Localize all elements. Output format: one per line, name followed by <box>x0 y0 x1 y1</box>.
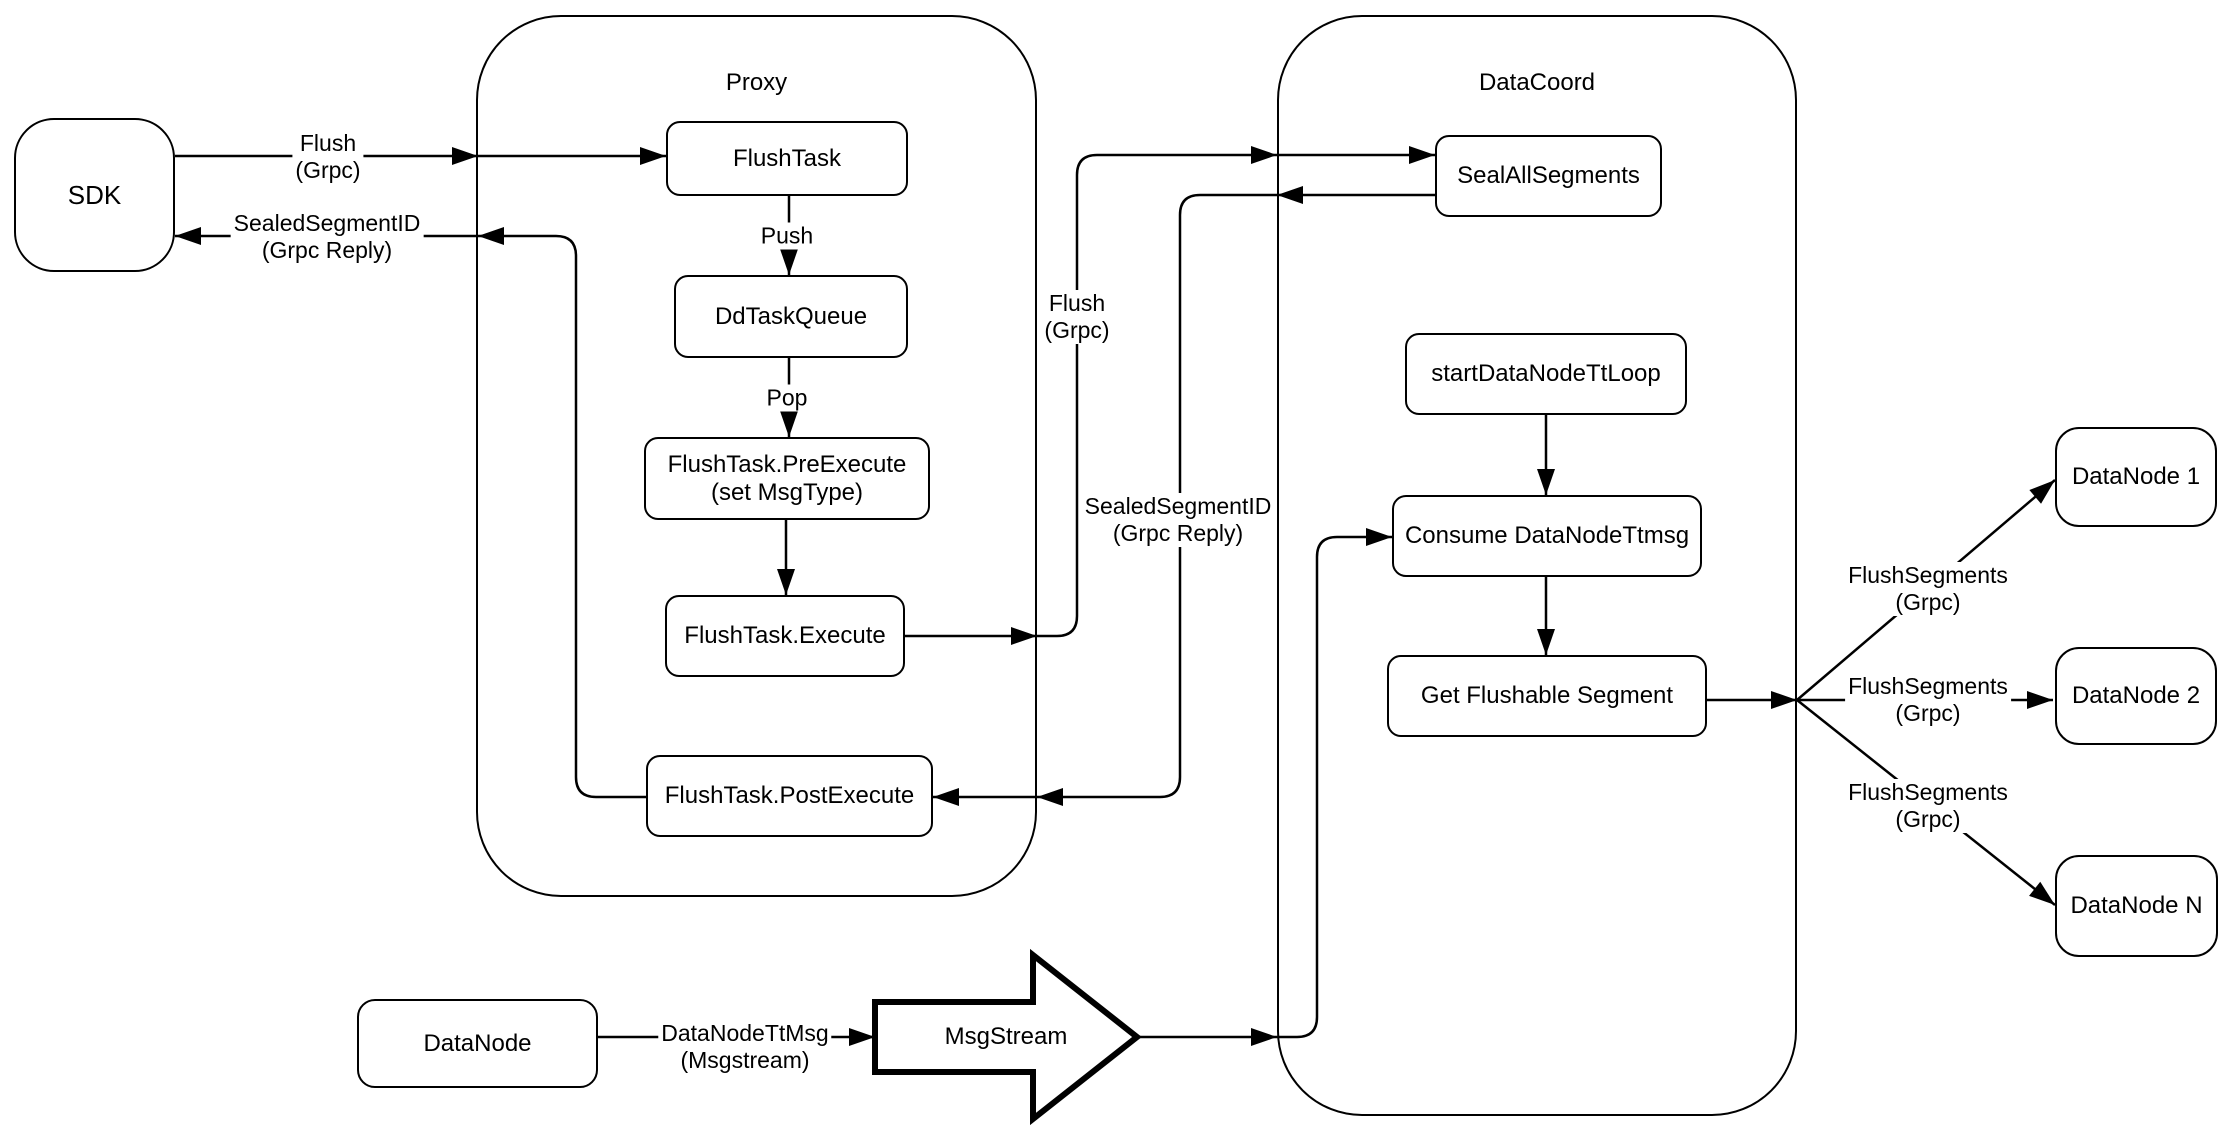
edge-label-flush-grpc-sdk: Flush (Grpc) <box>292 130 364 184</box>
node-preexecute-label-line2: (set MsgType) <box>710 478 864 506</box>
node-consume-datanodettmsg: Consume DataNodeTtmsg <box>1392 495 1702 577</box>
arrowhead <box>452 147 478 165</box>
proxy-container-title: Proxy <box>725 69 788 96</box>
edge-postexecute-to-sdk <box>175 234 646 799</box>
arrowhead <box>478 227 504 245</box>
edge-label-flushsegments-3: FlushSegments (Grpc) <box>1845 779 2011 833</box>
arrowhead <box>933 788 959 806</box>
edge-label-line: (Grpc) <box>1895 806 1961 832</box>
edge-label-pop: Pop <box>763 384 811 412</box>
arrowhead <box>777 569 795 595</box>
edge-label-sealedsegmentid-sdk: SealedSegmentID (Grpc Reply) <box>230 210 424 264</box>
edge-label-line: (Grpc Reply) <box>261 237 393 263</box>
edge-label-line: SealedSegmentID <box>233 210 421 236</box>
edge-msgstream-to-consume <box>1137 535 1392 1039</box>
msgstream-label: MsgStream <box>944 1023 1068 1050</box>
edge-label-line: (Grpc) <box>295 157 361 183</box>
node-getflushablesegment: Get Flushable Segment <box>1387 655 1707 737</box>
node-flushtask-label: FlushTask <box>732 144 842 172</box>
edge-label-line: (Grpc) <box>1895 589 1961 615</box>
node-sealallsegments: SealAllSegments <box>1435 135 1662 217</box>
edge-label-line: Push <box>760 222 814 249</box>
node-datanode-1: DataNode 1 <box>2055 427 2217 527</box>
arrowheads <box>175 146 2055 1046</box>
node-datanode-2-label: DataNode 2 <box>2071 682 2201 709</box>
datacoord-container-title: DataCoord <box>1478 69 1596 96</box>
edge-label-push: Push <box>757 222 817 250</box>
node-consume-datanodettmsg-label: Consume DataNodeTtmsg <box>1404 522 1690 549</box>
node-ddtaskqueue: DdTaskQueue <box>674 275 908 358</box>
edge-label-line: SealedSegmentID <box>1084 493 1272 519</box>
edge-label-line: (Grpc Reply) <box>1112 520 1244 546</box>
node-flushtask: FlushTask <box>666 121 908 196</box>
edge-label-line: (Msgstream) <box>680 1047 810 1073</box>
edge-label-line: Flush <box>1048 290 1106 316</box>
arrowhead <box>780 411 798 437</box>
edge-label-line: (Grpc) <box>1044 317 1110 343</box>
arrowhead <box>1366 528 1392 546</box>
arrowhead <box>1037 788 1063 806</box>
arrowhead <box>849 1028 875 1046</box>
edge-label-flushsegments-2: FlushSegments (Grpc) <box>1845 673 2011 727</box>
edge-label-line: DataNodeTtMsg <box>661 1020 829 1046</box>
arrowhead <box>2029 480 2055 504</box>
node-preexecute: FlushTask.PreExecute (set MsgType) <box>644 437 930 520</box>
msgstream-block-arrow-shape <box>872 948 1142 1126</box>
arrowhead <box>1409 146 1435 164</box>
arrowhead <box>1537 629 1555 655</box>
node-sdk: SDK <box>14 118 175 272</box>
node-sealallsegments-label: SealAllSegments <box>1457 162 1640 189</box>
node-sdk-label: SDK <box>67 180 122 210</box>
arrowhead <box>1771 691 1797 709</box>
edge-execute-to-sealallsegments <box>905 153 1435 638</box>
arrowhead <box>780 249 798 275</box>
node-datanode-bottom: DataNode <box>357 999 598 1088</box>
edge-label-flushsegments-1: FlushSegments (Grpc) <box>1845 562 2011 616</box>
arrowhead <box>1251 1028 1277 1046</box>
edge-label-datanodettmsg: DataNodeTtMsg (Msgstream) <box>658 1020 832 1074</box>
node-datanode-n-label: DataNode N <box>2070 892 2203 919</box>
node-preexecute-label-line1: FlushTask.PreExecute <box>667 450 907 478</box>
node-datanode-n: DataNode N <box>2055 855 2218 957</box>
node-execute-label: FlushTask.Execute <box>684 622 886 649</box>
edge-label-line: Flush <box>299 130 357 156</box>
node-startdatanodettloop: startDataNodeTtLoop <box>1405 333 1687 415</box>
edge-label-line: FlushSegments <box>1848 673 2008 699</box>
node-startdatanodettloop-label: startDataNodeTtLoop <box>1431 360 1661 387</box>
node-datanode-1-label: DataNode 1 <box>2071 463 2201 490</box>
node-ddtaskqueue-label: DdTaskQueue <box>714 302 868 330</box>
edge-label-line: (Grpc) <box>1895 700 1961 726</box>
node-postexecute-label: FlushTask.PostExecute <box>664 782 915 809</box>
node-datanode-2: DataNode 2 <box>2055 647 2217 745</box>
edge-label-flush-grpc-mid: Flush (Grpc) <box>1041 290 1113 344</box>
node-postexecute: FlushTask.PostExecute <box>646 755 933 837</box>
msgstream-label-wrap: MsgStream <box>875 1002 1137 1072</box>
arrowhead <box>175 227 201 245</box>
node-datanode-bottom-label: DataNode <box>423 1029 532 1057</box>
arrowhead <box>1537 469 1555 495</box>
edge-label-line: Pop <box>766 384 808 411</box>
arrowhead <box>1251 146 1277 164</box>
node-getflushablesegment-label: Get Flushable Segment <box>1420 682 1674 709</box>
arrowhead <box>1277 186 1303 204</box>
arrowhead <box>2027 691 2053 709</box>
arrowhead <box>2029 881 2055 905</box>
node-execute: FlushTask.Execute <box>665 595 905 677</box>
arrowhead <box>640 147 666 165</box>
edge-label-sealedsegmentid-mid: SealedSegmentID (Grpc Reply) <box>1081 493 1275 547</box>
edge-label-line: FlushSegments <box>1848 562 2008 588</box>
arrowhead <box>1011 627 1037 645</box>
edge-label-line: FlushSegments <box>1848 779 2008 805</box>
